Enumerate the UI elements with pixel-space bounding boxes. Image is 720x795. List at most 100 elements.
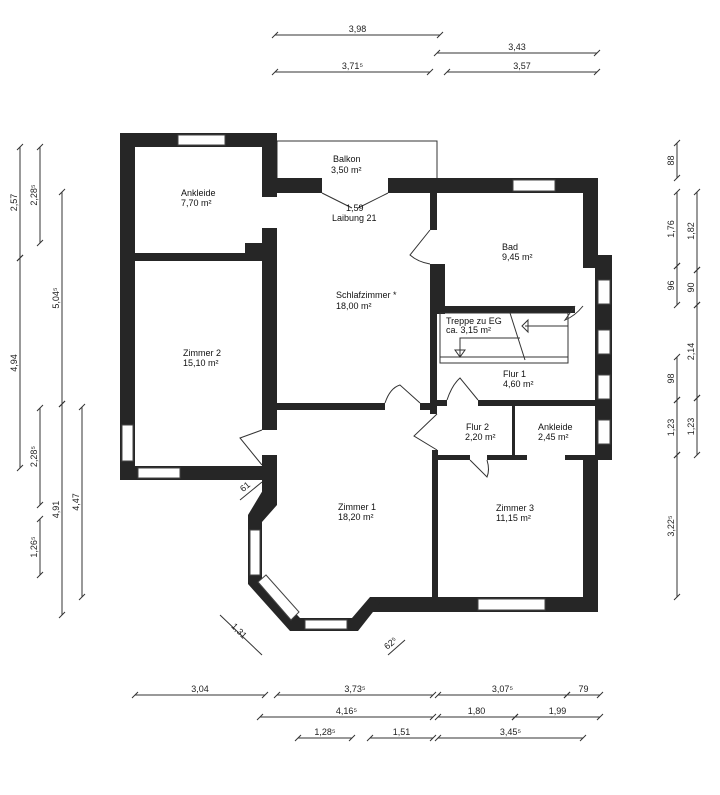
dimension-tick: [433, 49, 441, 57]
dimension-left: 5,04⁵: [51, 188, 66, 408]
dimension-value: 3,04: [191, 684, 209, 694]
dimension-line: [239, 481, 263, 501]
room-flur1-name: Flur 1: [503, 369, 526, 379]
dimension-tick: [434, 734, 442, 742]
dimension-tick: [673, 188, 681, 196]
dimension-diagonal: 62⁵: [382, 635, 406, 656]
room-zimmer3-area: 11,15 m²: [496, 513, 531, 523]
dimension-tick: [693, 266, 701, 274]
dimension-value: 2,28⁵: [29, 184, 39, 206]
dimension-value: 61: [238, 480, 252, 494]
dimension-left: 4,47: [71, 403, 86, 601]
room-balkon-area: 3,50 m²: [331, 165, 362, 175]
dimension-left: 1,26⁵: [29, 515, 44, 579]
doors: [239, 192, 584, 478]
dimension-value: 79: [578, 684, 588, 694]
dimension-right: 1,23: [686, 394, 701, 459]
windows: [121, 134, 611, 630]
dimension-tick: [593, 49, 601, 57]
dimension-tick: [579, 734, 587, 742]
room-zimmer1-name: Zimmer 1: [338, 502, 376, 512]
dimension-right: 1,82: [686, 188, 701, 274]
dimension-left: 2,57: [9, 143, 24, 262]
dimension-right: 90: [686, 266, 701, 309]
dimension-value: 1,28⁵: [314, 727, 336, 737]
dimension-tick: [596, 713, 604, 721]
dimension-value: 3,73⁵: [344, 684, 366, 694]
dimension-tick: [511, 713, 519, 721]
dimension-tick: [16, 464, 24, 472]
dimension-value: 3,07⁵: [492, 684, 514, 694]
dimension-tick: [36, 515, 44, 523]
dimension-value: 88: [666, 155, 676, 165]
dimension-tick: [693, 451, 701, 459]
dimension-line: [387, 639, 406, 656]
room-ankleide2-name: Ankleide: [538, 422, 573, 432]
room-ankleide1-area: 7,70 m²: [181, 198, 212, 208]
dimension-top: 3,71⁵: [271, 61, 434, 76]
dimension-value: 2,28⁵: [29, 446, 39, 468]
dimension-value: 62⁵: [382, 635, 399, 652]
dimension-tick: [673, 139, 681, 147]
dimension-value: 1,31: [229, 621, 248, 640]
stairs: [439, 312, 569, 364]
dimension-bottom: 1,80: [434, 706, 519, 721]
room-schlafzimmer-area: 18,00 m²: [336, 301, 372, 311]
dimension-value: 5,04⁵: [51, 287, 61, 309]
dimension-bottom: 3,04: [131, 684, 269, 699]
dimension-tick: [443, 68, 451, 76]
dimension-bottom: 1,51: [366, 727, 437, 742]
dimension-tick: [596, 691, 604, 699]
dimension-tick: [273, 691, 281, 699]
dimension-tick: [256, 713, 264, 721]
dimension-tick: [36, 571, 44, 579]
dimension-value: 4,94: [9, 354, 19, 372]
dimension-value: 4,16⁵: [336, 706, 358, 716]
dimension-value: 1,26⁵: [29, 536, 39, 558]
dimension-value: 3,71⁵: [342, 61, 364, 71]
dimension-value: 3,45⁵: [500, 727, 522, 737]
dimension-top: 3,43: [433, 42, 601, 57]
dimension-line: [219, 614, 263, 656]
dimension-tick: [271, 31, 279, 39]
dimension-right: 1,23: [666, 396, 681, 459]
dimension-value: 1,23: [666, 419, 676, 437]
dimension-left: 2,28⁵: [29, 143, 44, 247]
dimension-tick: [78, 593, 86, 601]
dimension-diagonal: 1,31: [219, 614, 263, 656]
dimension-tick: [693, 188, 701, 196]
dimension-tick: [58, 400, 66, 408]
dimension-value: 3,57: [513, 61, 531, 71]
room-ankleide2-area: 2,45 m²: [538, 432, 569, 442]
dimension-tick: [673, 262, 681, 270]
dimension-tick: [434, 691, 442, 699]
room-flur1-area: 4,60 m²: [503, 379, 534, 389]
dimension-right: 88: [666, 139, 681, 182]
room-ankleide1-name: Ankleide: [181, 188, 216, 198]
room-zimmer3-name: Zimmer 3: [496, 503, 534, 513]
dimension-right: 3,22⁵: [666, 451, 681, 601]
dimension-top: 3,57: [443, 61, 601, 76]
dimension-tick: [78, 403, 86, 411]
dimension-tick: [58, 611, 66, 619]
room-bad-area: 9,45 m²: [502, 252, 533, 262]
dimension-value: 98: [666, 373, 676, 383]
dimension-tick: [271, 68, 279, 76]
dimension-value: 1,99: [549, 706, 567, 716]
dimension-value: 96: [666, 280, 676, 290]
room-treppe-area: ca. 3,15 m²: [446, 325, 491, 335]
dimension-right: 96: [666, 262, 681, 309]
dimension-value: 2,57: [9, 194, 19, 212]
dimension-tick: [16, 254, 24, 262]
room-treppe-name: Treppe zu EG: [446, 316, 502, 326]
dimension-value: 1,80: [468, 706, 486, 716]
dimension-value: 1,76: [666, 220, 676, 238]
dimension-tick: [16, 143, 24, 151]
dimension-right: 1,76: [666, 188, 681, 270]
dimension-left: 4,94: [9, 254, 24, 472]
dimension-tick: [58, 188, 66, 196]
balkon-opening-note: Laibung 21: [332, 213, 377, 223]
dimension-value: 90: [686, 282, 696, 292]
dimension-value: 3,22⁵: [666, 515, 676, 537]
